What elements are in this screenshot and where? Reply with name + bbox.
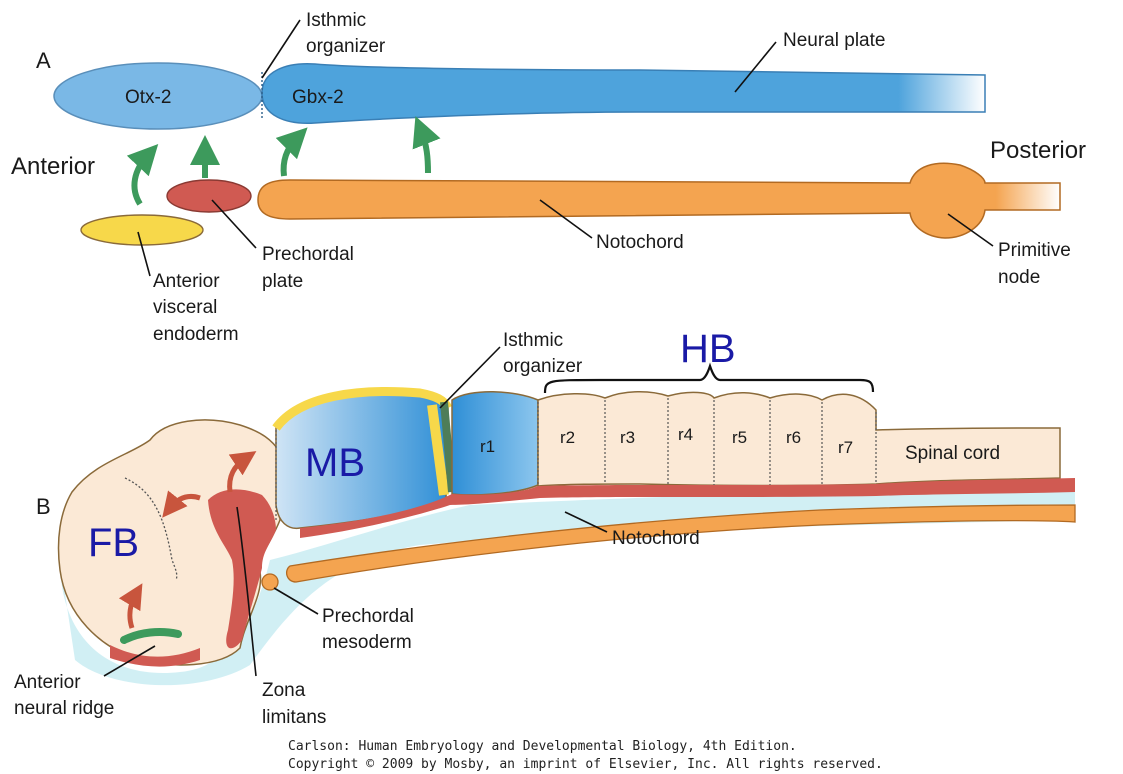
notochord-b-label: Notochord	[612, 528, 700, 549]
ave-label: Anterior visceral endoderm	[153, 271, 239, 345]
r2-label: r2	[560, 428, 575, 447]
notochord-a	[258, 163, 1060, 238]
posterior-label: Posterior	[990, 137, 1086, 164]
prechordal-mesoderm	[262, 574, 278, 590]
hb-label: HB	[680, 327, 736, 371]
primitive-node-label: Primitive node	[998, 240, 1076, 288]
spinal-cord-label: Spinal cord	[905, 443, 1000, 464]
anterior-visceral-endoderm	[81, 215, 203, 245]
panel-b: B	[14, 327, 1075, 728]
isthmic-organizer-label-b: Isthmic organizer	[503, 330, 583, 377]
neural-plate-label: Neural plate	[783, 30, 885, 51]
mb-label: MB	[305, 441, 365, 485]
induction-arrow-1	[134, 155, 148, 204]
r5-label: r5	[732, 428, 747, 447]
r1-label: r1	[480, 437, 495, 456]
prechordal-plate	[167, 180, 251, 212]
r7-label: r7	[838, 438, 853, 457]
panel-b-label: B	[36, 494, 51, 519]
fb-label: FB	[88, 521, 139, 565]
gbx2-region	[262, 64, 985, 124]
zona-limitans-label: Zona limitans	[262, 680, 326, 728]
notochord-a-label: Notochord	[596, 232, 684, 253]
isthmic-organizer-label-a: Isthmic organizer	[306, 10, 386, 57]
anterior-label: Anterior	[11, 153, 95, 180]
gbx2-label: Gbx-2	[292, 87, 344, 108]
anterior-neural-ridge-label: Anterior neural ridge	[14, 672, 114, 719]
credit-text: Carlson: Human Embryology and Developmen…	[288, 739, 883, 772]
panel-a-label: A	[36, 48, 51, 73]
induction-arrow-3	[284, 138, 297, 176]
r6-label: r6	[786, 428, 801, 447]
r3-label: r3	[620, 428, 635, 447]
otx2-label: Otx-2	[125, 87, 171, 108]
prechordal-plate-label: Prechordal plate	[262, 244, 359, 292]
hb-brace	[545, 366, 873, 393]
induction-arrow-4	[421, 130, 428, 173]
prechordal-mesoderm-label: Prechordal mesoderm	[322, 606, 419, 653]
panel-a: A Otx-2 Gbx-2 Isthmic organizer Neural p…	[11, 10, 1086, 345]
r4-label: r4	[678, 425, 693, 444]
